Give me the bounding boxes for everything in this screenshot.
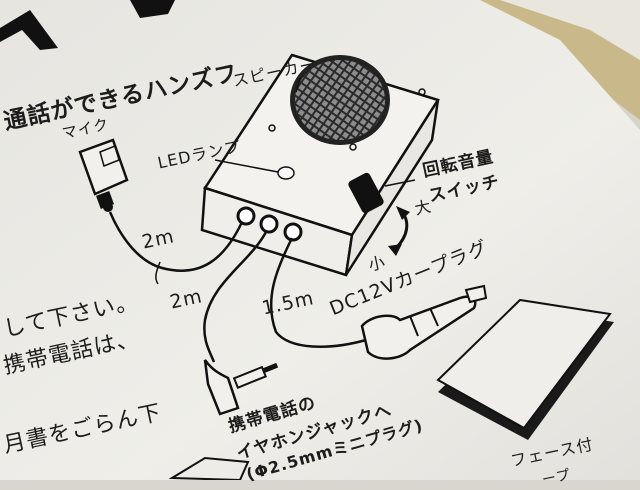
- photo-scene: [0, 0, 640, 480]
- bottom-box-outline: [168, 456, 250, 480]
- earphone-plug: [203, 359, 279, 416]
- pointer-line-volume: [384, 179, 416, 187]
- heading-glyph-fragment: [0, 10, 58, 50]
- arrow-head-down-icon: [388, 244, 402, 256]
- mic-cable: [108, 211, 244, 272]
- interface-label-2: ープ: [540, 466, 573, 489]
- arrow-head-up-icon: [396, 206, 410, 220]
- screw-icon: [268, 124, 276, 132]
- phone-booklet: [436, 298, 614, 440]
- pointer-line-speaker: [295, 77, 301, 93]
- heading-glyph-fragment-2: [130, 0, 175, 18]
- frame-highlight: [500, 0, 640, 60]
- pointer-line-led: [214, 159, 279, 173]
- led-lamp-icon: [277, 166, 295, 180]
- speaker-device: [200, 53, 440, 277]
- jack-icon: [283, 222, 303, 242]
- jack-icon: [236, 206, 256, 226]
- volume-wheel-icon: [348, 172, 384, 214]
- power-cable: [269, 237, 367, 348]
- dc12v-car-plug: [360, 284, 488, 360]
- jack-icon: [259, 214, 279, 234]
- microphone: [78, 138, 129, 212]
- earphone-cable: [203, 231, 268, 363]
- screw-icon: [418, 88, 426, 96]
- screw-icon: [349, 143, 357, 151]
